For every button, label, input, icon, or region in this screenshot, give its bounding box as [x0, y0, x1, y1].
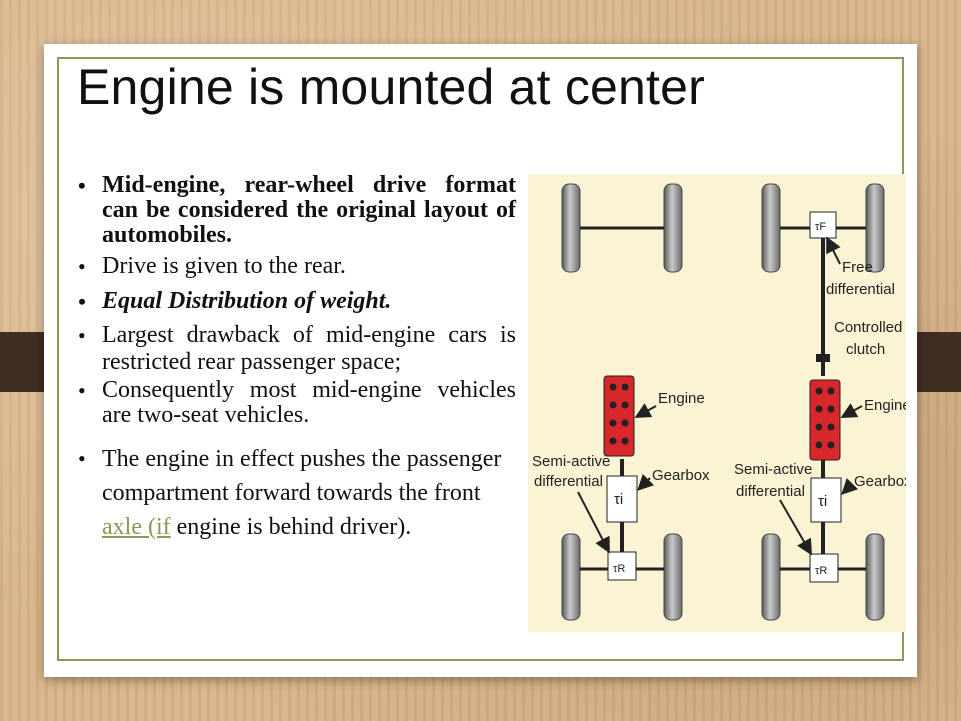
- bullet-dot-icon: •: [78, 173, 86, 198]
- bullet-text: Consequently most mid-engine vehicles ar…: [102, 377, 516, 428]
- semi-active-label: differential: [736, 483, 805, 500]
- bullet-text: Drive is given to the rear.: [102, 253, 346, 279]
- wheel-icon: [561, 183, 581, 273]
- background-band-right: [917, 332, 961, 392]
- wheel-icon: [663, 183, 683, 273]
- engine-label: Engine: [864, 397, 906, 414]
- slide-title: Engine is mounted at center: [77, 59, 706, 115]
- engine-cylinders-icon: [815, 387, 835, 449]
- bullet-item: • Mid-engine, rear-wheel drive format can…: [78, 173, 516, 248]
- engine-block-icon: [809, 379, 841, 461]
- bullet-item: • Equal Distribution of weight.: [78, 288, 516, 315]
- bullet-item: • Largest drawback of mid-engine cars is …: [78, 322, 516, 376]
- bullet-text-before: The engine in effect pushes the passenge…: [102, 446, 502, 506]
- semi-active-arrow: [779, 499, 812, 556]
- gearbox-arrow: [841, 477, 859, 495]
- engine-label: Engine: [658, 390, 705, 407]
- semi-active-arrow: [577, 491, 610, 554]
- drivetrain-svg: τi τR Engine Gearbox Semi-active differe…: [532, 183, 906, 621]
- tau-f-label: τF: [815, 221, 826, 233]
- wheel-icon: [761, 533, 781, 621]
- clutch-icon: [816, 354, 830, 362]
- bullet-text-after: engine is behind driver).: [170, 514, 412, 540]
- gearbox-box: [810, 477, 842, 523]
- engine-block-icon: [603, 375, 635, 457]
- wheel-icon: [761, 183, 781, 273]
- wheel-icon: [561, 533, 581, 621]
- rear-differential-box: [809, 553, 839, 583]
- free-differential-label: differential: [826, 281, 895, 298]
- bullet-list: • Mid-engine, rear-wheel drive format can…: [78, 173, 516, 544]
- engine-cylinders-icon: [609, 383, 629, 445]
- bullet-text: Mid-engine, rear-wheel drive format can …: [102, 172, 516, 248]
- axle-link[interactable]: axle (if: [102, 514, 171, 540]
- gearbox-box: [606, 475, 638, 523]
- gearbox-label: Gearbox: [652, 467, 710, 484]
- bullet-dot-icon: •: [78, 323, 86, 348]
- semi-active-label: Semi-active: [734, 461, 812, 478]
- front-differential-box: [809, 211, 837, 239]
- wheel-icon: [663, 533, 683, 621]
- free-differential-arrow: [826, 236, 841, 265]
- controlled-clutch-label: clutch: [846, 341, 885, 358]
- bullet-item: • Drive is given to the rear.: [78, 253, 516, 280]
- bullet-text: Largest drawback of mid-engine cars is r…: [102, 322, 516, 375]
- background-band-left: [0, 332, 44, 392]
- bullet-text: Equal Distribution of weight.: [102, 288, 392, 314]
- wheel-icon: [865, 533, 885, 621]
- bullet-dot-icon: •: [78, 289, 86, 314]
- bullet-dot-icon: •: [78, 254, 86, 279]
- semi-active-label: differential: [534, 473, 603, 490]
- free-differential-label: Free: [842, 259, 873, 276]
- bullet-dot-icon: •: [78, 378, 86, 403]
- bullet-dot-icon: •: [78, 446, 86, 471]
- tau-i-right-label: τi: [818, 493, 827, 510]
- drivetrain-diagram: τi τR Engine Gearbox Semi-active differe…: [528, 174, 906, 632]
- left-car: τi τR Engine Gearbox Semi-active differe…: [532, 183, 710, 621]
- rear-differential-box: [607, 551, 637, 581]
- right-car: τF τi τR Free differential Controlled cl…: [734, 183, 906, 621]
- engine-arrow: [840, 403, 863, 418]
- controlled-clutch-label: Controlled: [834, 319, 902, 336]
- semi-active-label: Semi-active: [532, 453, 610, 470]
- gearbox-arrow: [637, 473, 655, 491]
- tau-r-right-label: τR: [815, 565, 827, 577]
- bullet-item: • The engine in effect pushes the passeng…: [78, 442, 516, 544]
- tau-r-left-label: τR: [613, 563, 625, 575]
- engine-arrow: [634, 403, 657, 418]
- tau-i-left-label: τi: [614, 491, 623, 508]
- bullet-item: • Consequently most mid-engine vehicles a…: [78, 378, 516, 428]
- gearbox-label: Gearbox: [854, 473, 906, 490]
